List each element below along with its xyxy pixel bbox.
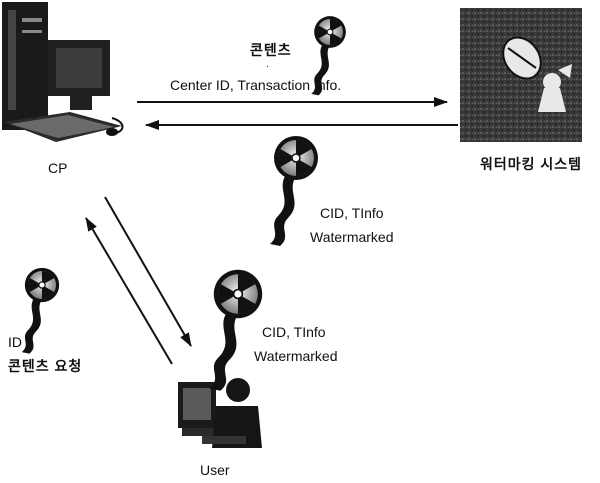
- arrow-cp-to-user: [104, 196, 192, 347]
- cid-tinfo-label-1: CID, TInfo: [320, 205, 384, 221]
- cp-label: CP: [48, 160, 68, 176]
- content-request-label: 콘텐츠 요청: [8, 358, 83, 374]
- watermark-system-icon: [460, 8, 582, 142]
- id-label: ID :: [8, 334, 30, 350]
- content-label-top: 콘텐츠: [250, 42, 292, 58]
- film-reel-icon: [208, 268, 264, 392]
- watermarked-label-1: Watermarked: [310, 229, 394, 245]
- cid-tinfo-label-2: CID, TInfo: [262, 324, 326, 340]
- desktop-computer-icon: [2, 2, 124, 142]
- watermarked-label-2: Watermarked: [254, 348, 338, 364]
- center-id-transaction-info-label: Center ID, Transaction Info.: [170, 77, 342, 93]
- user-label: User: [200, 462, 230, 478]
- watermarking-system-label: 워터마킹 시스템: [480, 156, 583, 172]
- dot-mark: .: [266, 59, 269, 70]
- user-at-computer-icon: [178, 378, 262, 448]
- arrow-user-to-cp: [85, 217, 173, 365]
